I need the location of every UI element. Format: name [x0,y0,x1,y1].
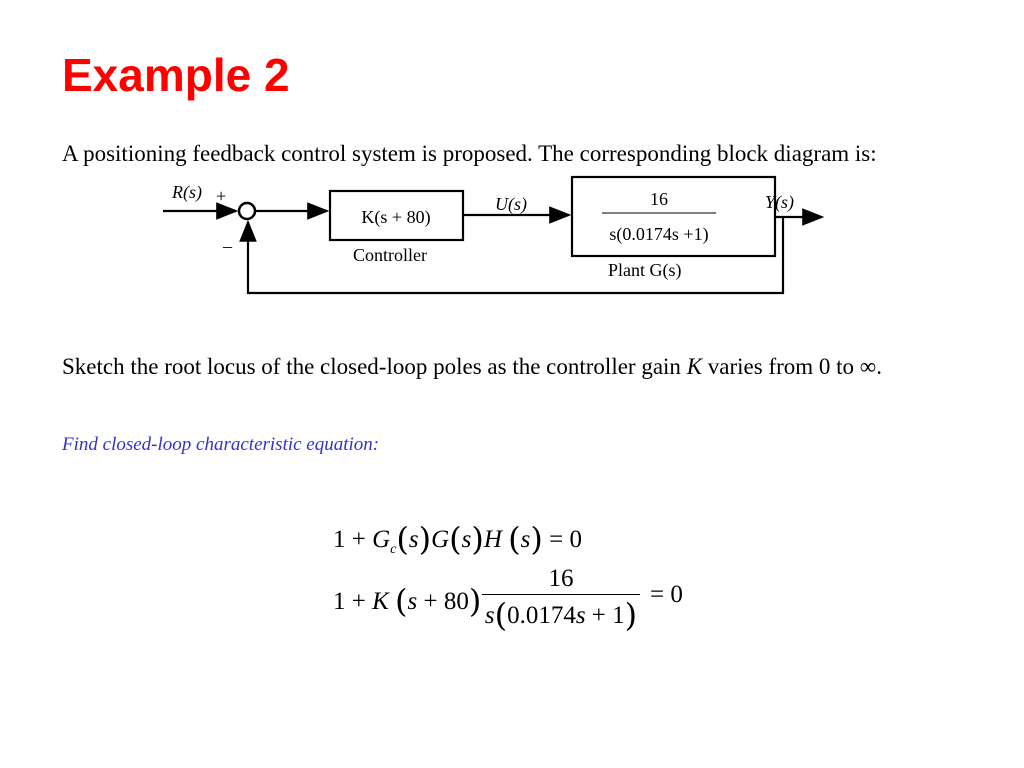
control-signal-label: U(s) [495,194,527,215]
plant-numerator: 16 [650,189,668,209]
output-label: Y(s) [765,192,794,213]
fraction-bar [482,594,640,595]
fraction-denominator: s(0.0174s + 1) [484,596,638,634]
controller-block [328,189,465,242]
intro-text: A positioning feedback control system is… [62,141,877,166]
gain-variable: K [686,354,703,379]
summing-junction [237,201,257,221]
controller-label: Controller [353,245,427,265]
plant-block [570,175,777,258]
input-label: R(s) [171,182,202,203]
plus-sign: + [216,186,226,206]
slide-title: Example 2 [62,49,290,101]
minus-sign: – [222,236,233,256]
task-text: Sketch the root locus of the closed-loop… [62,354,882,379]
characteristic-equation-specific: 1 + K (s + 80) [333,582,482,620]
plant-denominator: s(0.0174s +1) [609,224,708,245]
fraction-numerator: 16 [548,565,574,592]
controller-expression: K(s + 80) [361,207,430,228]
plant-label: Plant G(s) [608,260,682,281]
characteristic-equation-general: 1 + Gc(s)G(s)H (s) = 0 [333,520,582,558]
feedback-path [239,217,785,295]
hint-text: Find closed-loop characteristic equation… [62,434,380,455]
equation-fraction: 16 s(0.0174s + 1) [482,565,640,634]
equation-rhs: = 0 [650,581,683,608]
